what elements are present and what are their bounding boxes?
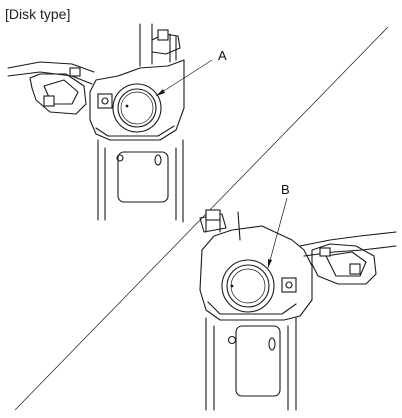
callout-label-b: B	[281, 182, 290, 197]
top-assembly	[7, 23, 213, 223]
divider-line	[14, 26, 389, 411]
callout-label-a: A	[218, 48, 227, 63]
bottom-assembly	[199, 197, 397, 411]
diagram-caption: [Disk type]	[5, 6, 71, 22]
